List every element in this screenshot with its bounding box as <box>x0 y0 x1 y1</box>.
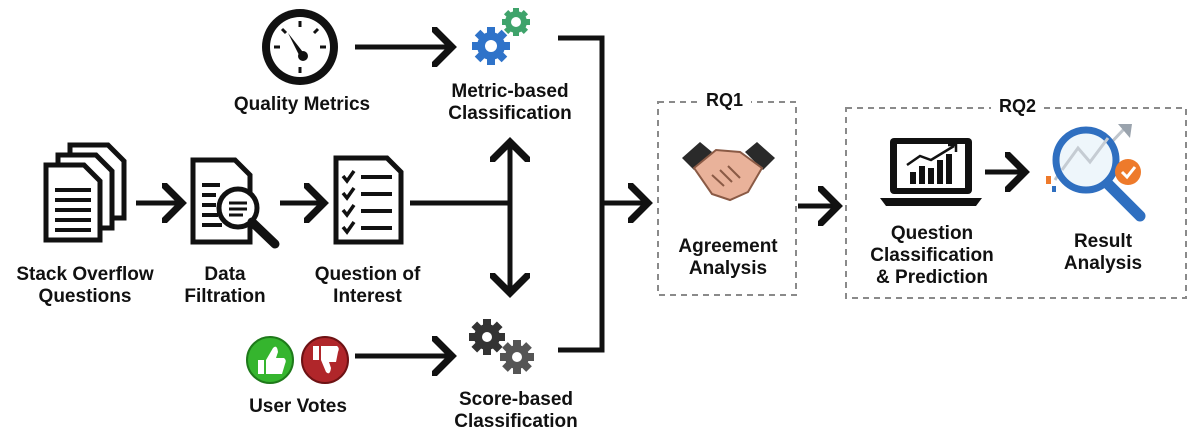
quality-metrics-label: Quality Metrics <box>233 94 371 115</box>
handshake-icon <box>682 142 775 202</box>
rq1-title: RQ1 <box>698 90 752 111</box>
checklist-icon <box>333 155 404 245</box>
gears-dark-icon <box>469 319 534 374</box>
user-votes-label: User Votes <box>249 396 347 417</box>
rq2-title: RQ2 <box>991 96 1045 117</box>
documents-icon <box>43 142 127 243</box>
gauge-icon <box>262 9 338 85</box>
connectors <box>136 38 1025 356</box>
thumbs-down-icon <box>301 336 349 384</box>
thumbs-up-icon <box>246 336 294 384</box>
gears-color-icon <box>472 8 530 65</box>
magnifier-chart-icon <box>1046 124 1146 222</box>
laptop-chart-icon <box>880 138 982 206</box>
document-magnifier-icon <box>190 157 280 249</box>
